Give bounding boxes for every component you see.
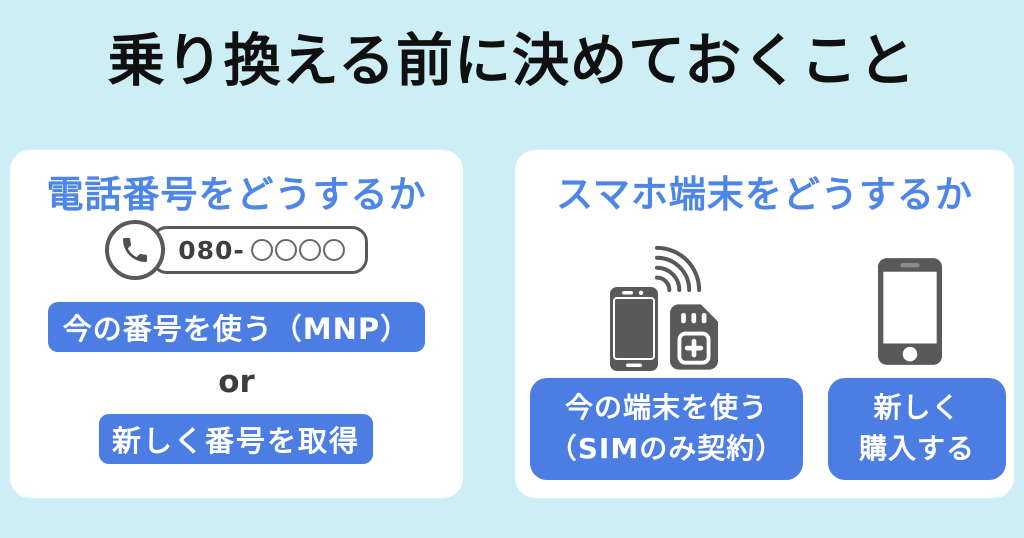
phone-number-illustration: 080- <box>10 220 463 280</box>
signal-waves-icon <box>652 233 714 295</box>
device-panel: スマホ端末をどうするか <box>515 150 1014 498</box>
phone-handset-icon <box>105 220 166 280</box>
option-buy-new-device: 新しく 購入する <box>828 378 1006 480</box>
masked-digits <box>249 239 345 261</box>
sim-card-icon <box>670 304 718 370</box>
phone-number-prefix: 080- <box>178 235 245 265</box>
phone-number-panel-title: 電話番号をどうするか <box>46 173 427 216</box>
page-title: 乗り換える前に決めておくこと <box>107 28 917 94</box>
phone-number-panel: 電話番号をどうするか 080- 今の番号を使う（MNP） or 新しく番号を取得 <box>10 150 463 498</box>
device-panel-title: スマホ端末をどうするか <box>556 173 973 216</box>
phone-number-pill: 080- <box>151 226 368 274</box>
or-separator: or <box>218 364 255 400</box>
smartphone-with-signal-and-sim-icon <box>610 233 735 371</box>
current-smartphone-icon <box>610 287 658 371</box>
option-new-number: 新しく番号を取得 <box>99 414 373 464</box>
option-keep-number: 今の番号を使う（MNP） <box>48 302 425 352</box>
option-keep-device: 今の端末を使う （SIMのみ契約） <box>530 378 803 480</box>
new-smartphone-icon <box>878 258 942 365</box>
